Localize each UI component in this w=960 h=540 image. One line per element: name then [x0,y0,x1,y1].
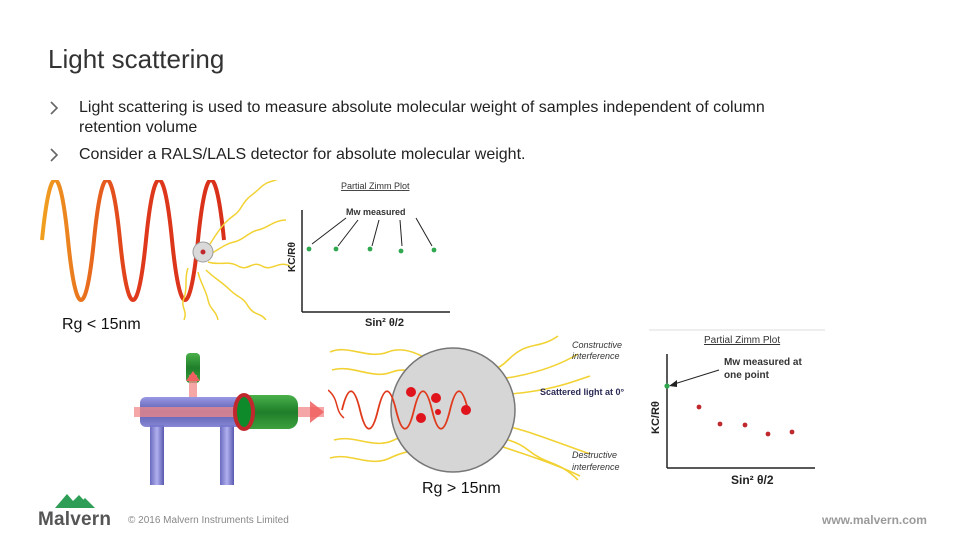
zimm-plot-large: Partial Zimm Plot Mw measured at one poi… [649,329,825,487]
data-point [664,383,670,389]
data-point [306,246,312,252]
slide-title: Light scattering [48,44,225,74]
bullet-item: Light scattering is used to measure abso… [46,98,826,138]
zimm-large-xlabel: Sin² θ/2 [731,473,774,487]
large-particle-label: Rg > 15nm [422,480,501,497]
bullet-list: Light scattering is used to measure abso… [46,98,826,172]
website-link[interactable]: www.malvern.com [822,513,927,527]
copyright-text: © 2016 Malvern Instruments Limited [128,515,289,526]
small-particle-label: Rg < 15nm [62,316,141,333]
destructive-line1: Destructive [572,450,617,460]
chevron-right-icon [50,101,59,115]
constructive-line1: Constructive [572,340,622,350]
large-particle [390,347,516,473]
zimm-plot-small: Partial Zimm Plot Mw measured KC/Rθ Sin²… [287,181,450,329]
incident-light-wave [341,390,469,430]
data-point [742,422,748,428]
data-point [398,248,404,254]
zimm-large-points [664,383,795,437]
detector-cell-icon [134,353,324,485]
incident-light-wave [40,180,226,302]
data-point [367,246,373,252]
bullet-text: Consider a RALS/LALS detector for absolu… [79,146,526,163]
data-point [696,404,702,410]
large-particle-diagram: Constructive interference Scattered ligh… [328,335,625,481]
zimm-large-ylabel: KC/Rθ [650,401,662,434]
brand-logo-text: Malvern [38,509,112,530]
mountain-logo-icon [55,494,95,508]
small-particle-diagram [40,180,291,320]
constructive-line2: interference [572,351,620,361]
data-point [717,421,723,427]
zimm-small-xlabel: Sin² θ/2 [365,317,404,329]
data-point [431,247,437,253]
zimm-large-title: Partial Zimm Plot [704,335,780,346]
zimm-small-points [306,246,437,254]
zimm-small-title: Partial Zimm Plot [341,181,410,191]
zimm-small-annotation: Mw measured [346,207,406,217]
destructive-line2: interference [572,462,620,472]
scattered-light-waves [182,180,291,320]
zimm-small-ylabel: KC/Rθ [287,242,298,272]
data-point [789,429,795,435]
data-point [333,246,339,252]
zimm-large-annotation-2: one point [724,370,770,381]
zimm-small-arrows [311,217,433,247]
chevron-right-icon [50,148,59,162]
scattered-label: Scattered light at 0° [540,387,625,397]
bullet-text: Light scattering is used to measure abso… [79,99,765,136]
data-point [765,431,771,437]
bullet-item: Consider a RALS/LALS detector for absolu… [46,145,826,165]
zimm-large-annotation-1: Mw measured at [724,357,802,368]
